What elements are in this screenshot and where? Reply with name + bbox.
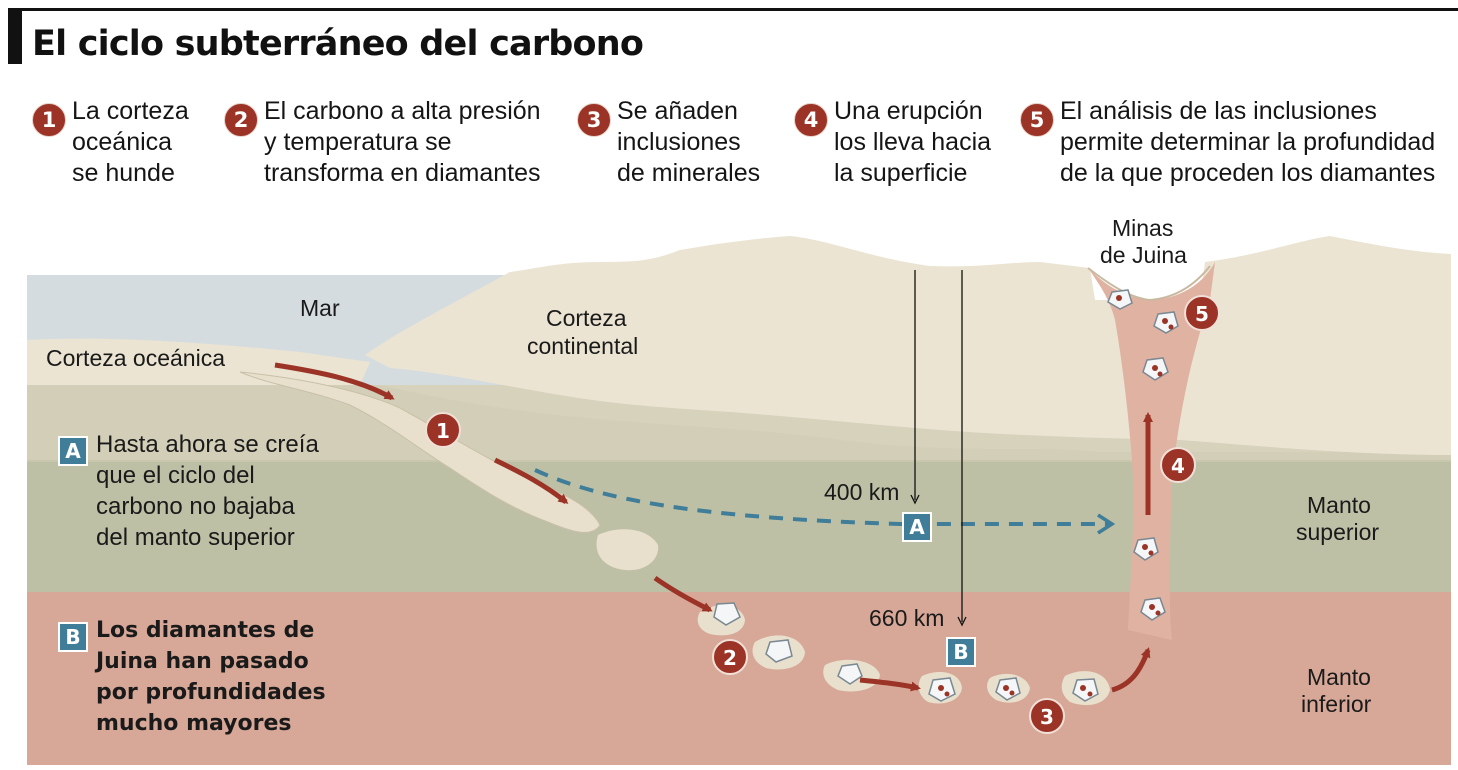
step-marker-4: 4 <box>1160 447 1196 483</box>
subducting-slab <box>239 371 601 533</box>
label-depth-400: 400 km <box>824 479 899 505</box>
step-marker-1: 1 <box>425 412 461 448</box>
label-lower-mantle: Manto <box>1307 664 1371 690</box>
label-oceanic-crust: Corteza oceánica <box>46 345 225 371</box>
hypothesis-arrow <box>534 468 1116 535</box>
note-a-text: Hasta ahora se creía que el ciclo del ca… <box>96 431 319 551</box>
diamond-with-inclusions-icon <box>1133 537 1159 561</box>
step-marker-3: 3 <box>1029 698 1065 734</box>
process-arrow <box>653 575 713 613</box>
slab-fragment <box>596 529 659 571</box>
step-number-5: 5 <box>1020 103 1054 137</box>
diamond-icon <box>765 639 793 663</box>
page-title: El ciclo subterráneo del carbono <box>32 24 644 64</box>
svg-text:1: 1 <box>436 419 450 443</box>
label-upper-mantle: Manto <box>1307 492 1371 518</box>
kimberlite-plume <box>1088 262 1215 640</box>
title-bar <box>8 8 22 64</box>
process-arrow <box>1111 647 1151 693</box>
note-b-text: Los diamantes de Juina han pasado por pr… <box>96 618 326 736</box>
diamond-with-inclusions-icon <box>1140 597 1166 621</box>
label-mines: Minas <box>1112 215 1173 241</box>
note-a-badge: A <box>58 436 88 466</box>
svg-text:2: 2 <box>723 646 737 670</box>
process-arrow <box>493 457 569 504</box>
diamond-with-inclusions-icon <box>1072 678 1099 702</box>
step-number-2: 2 <box>224 103 258 137</box>
step-number-1: 1 <box>32 103 66 137</box>
svg-text:3: 3 <box>1040 705 1054 729</box>
step-text-2: El carbono a alta presión y temperatura … <box>264 97 541 187</box>
marker-a-badge: A <box>902 512 932 542</box>
diamond-with-inclusions-icon <box>928 677 956 702</box>
label-depth-660: 660 km <box>869 605 944 631</box>
diamond-icon <box>837 663 863 685</box>
diamond-with-inclusions-icon <box>1142 357 1169 381</box>
diamond-with-inclusions-icon <box>1153 311 1179 334</box>
label-lower-mantle-2: inferior <box>1301 691 1372 717</box>
oceanic-crust <box>27 338 370 385</box>
label-mines-2: de Juina <box>1100 242 1187 268</box>
svg-text:5: 5 <box>1195 302 1209 326</box>
top-rule <box>8 8 1458 11</box>
step-number-4: 4 <box>794 103 828 137</box>
svg-text:4: 4 <box>1171 454 1185 478</box>
upper-mantle-layer <box>27 460 1451 592</box>
step-marker-5: 5 <box>1184 295 1220 331</box>
note-b-badge: B <box>58 622 88 652</box>
step-number-3: 3 <box>577 103 611 137</box>
diamond-with-inclusions-icon <box>1107 289 1133 310</box>
step-text-3: Se añaden inclusiones de minerales <box>617 97 761 187</box>
label-sea: Mar <box>300 295 340 321</box>
label-upper-mantle-2: superior <box>1296 519 1379 545</box>
diamond-icon <box>713 602 741 626</box>
marker-b-badge: B <box>946 637 976 667</box>
diamond-with-inclusions-icon <box>995 677 1021 701</box>
step-text-5: El análisis de las inclusiones permite d… <box>1060 97 1436 187</box>
process-arrow <box>274 362 395 401</box>
label-continental-crust: Corteza <box>546 305 627 331</box>
label-continental-crust-2: continental <box>527 333 638 359</box>
step-text-4: Una erupción los lleva hacia la superfic… <box>834 97 992 187</box>
process-arrow <box>859 677 921 692</box>
step-text-1: La corteza oceánica se hunde <box>72 97 189 187</box>
step-marker-2: 2 <box>712 639 748 675</box>
